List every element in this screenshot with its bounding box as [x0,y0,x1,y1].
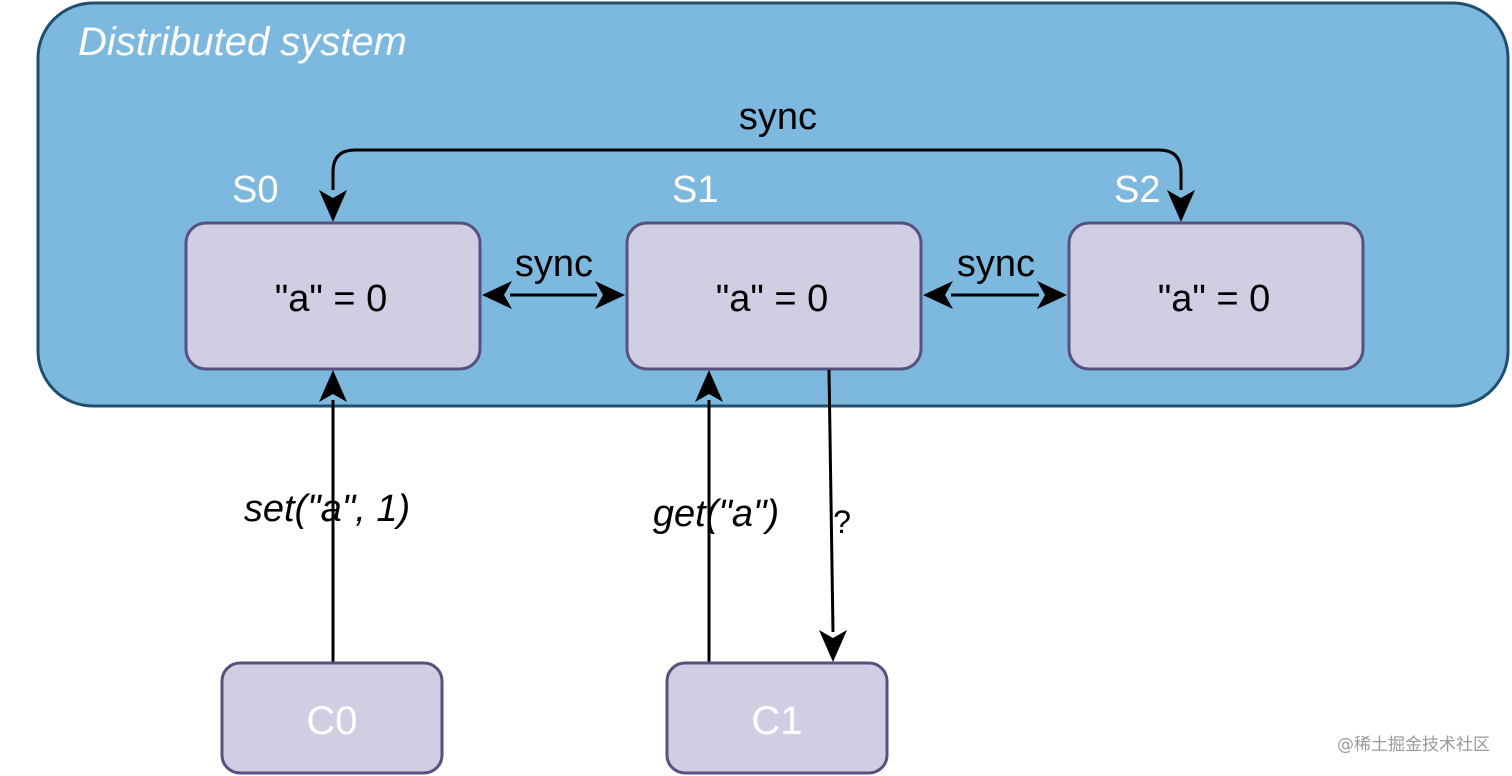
sync-edge-s1-s2-arrow-left [923,281,953,309]
sync-edge-s1-s2: sync [923,243,1067,309]
sync-arc-arrowhead-s0 [319,190,347,222]
server-content-s0: "a" = 0 [275,278,388,320]
sync-arc-line [331,148,1183,190]
edge-c1-to-s1: get("a") [653,370,779,663]
server-box-s1 [625,221,923,371]
edge-c0-request-label: set("a", 1) [244,488,410,530]
server-content-s2: "a" = 0 [1158,278,1271,320]
server-label-s1: S1 [672,169,718,211]
edge-c0-to-s0: set("a", 1) [244,370,410,663]
watermark-text: @稀土掘金技术社区 [1337,735,1490,755]
client-node-c0: C0 [220,661,444,775]
sync-arc-label: sync [739,96,817,138]
server-box-s0 [184,221,482,371]
sync-edge-s1-s2-label: sync [957,243,1035,285]
server-content-s1: "a" = 0 [716,278,829,320]
server-node-s0: "a" = 0 [184,221,482,371]
sync-edge-s0-s1-arrow-right [595,281,625,309]
server-label-s2: S2 [1114,169,1160,211]
edge-s1-response-label: ? [833,504,851,540]
edge-s1-to-c1-arrowhead [819,630,847,662]
server-node-s2: "a" = 0 [1067,221,1365,371]
client-box-c1 [665,661,889,775]
sync-edge-s0-s1: sync [482,243,625,309]
client-node-c1: C1 [665,661,889,775]
edge-c1-request-label: get("a") [653,493,779,535]
sync-arc-arrowhead-s2 [1167,190,1195,222]
edge-s1-to-c1: ? [819,369,851,662]
sync-edge-s0-s1-arrow-left [482,281,512,309]
client-label-c0: C0 [306,699,357,743]
client-label-c1: C1 [751,699,802,743]
server-node-s1: "a" = 0 [625,221,923,371]
server-label-s0: S0 [232,169,278,211]
sync-edge-s0-s1-label: sync [515,243,593,285]
edge-c1-to-s1-arrowhead [695,370,723,402]
region-title: Distributed system [78,20,407,64]
sync-edge-s1-s2-arrow-right [1037,281,1067,309]
server-box-s2 [1067,221,1365,371]
sync-arc-s0-s2: sync [319,96,1195,222]
client-box-c0 [220,661,444,775]
edge-c0-to-s0-arrowhead [319,370,347,402]
edge-s1-to-c1-line [827,369,835,633]
